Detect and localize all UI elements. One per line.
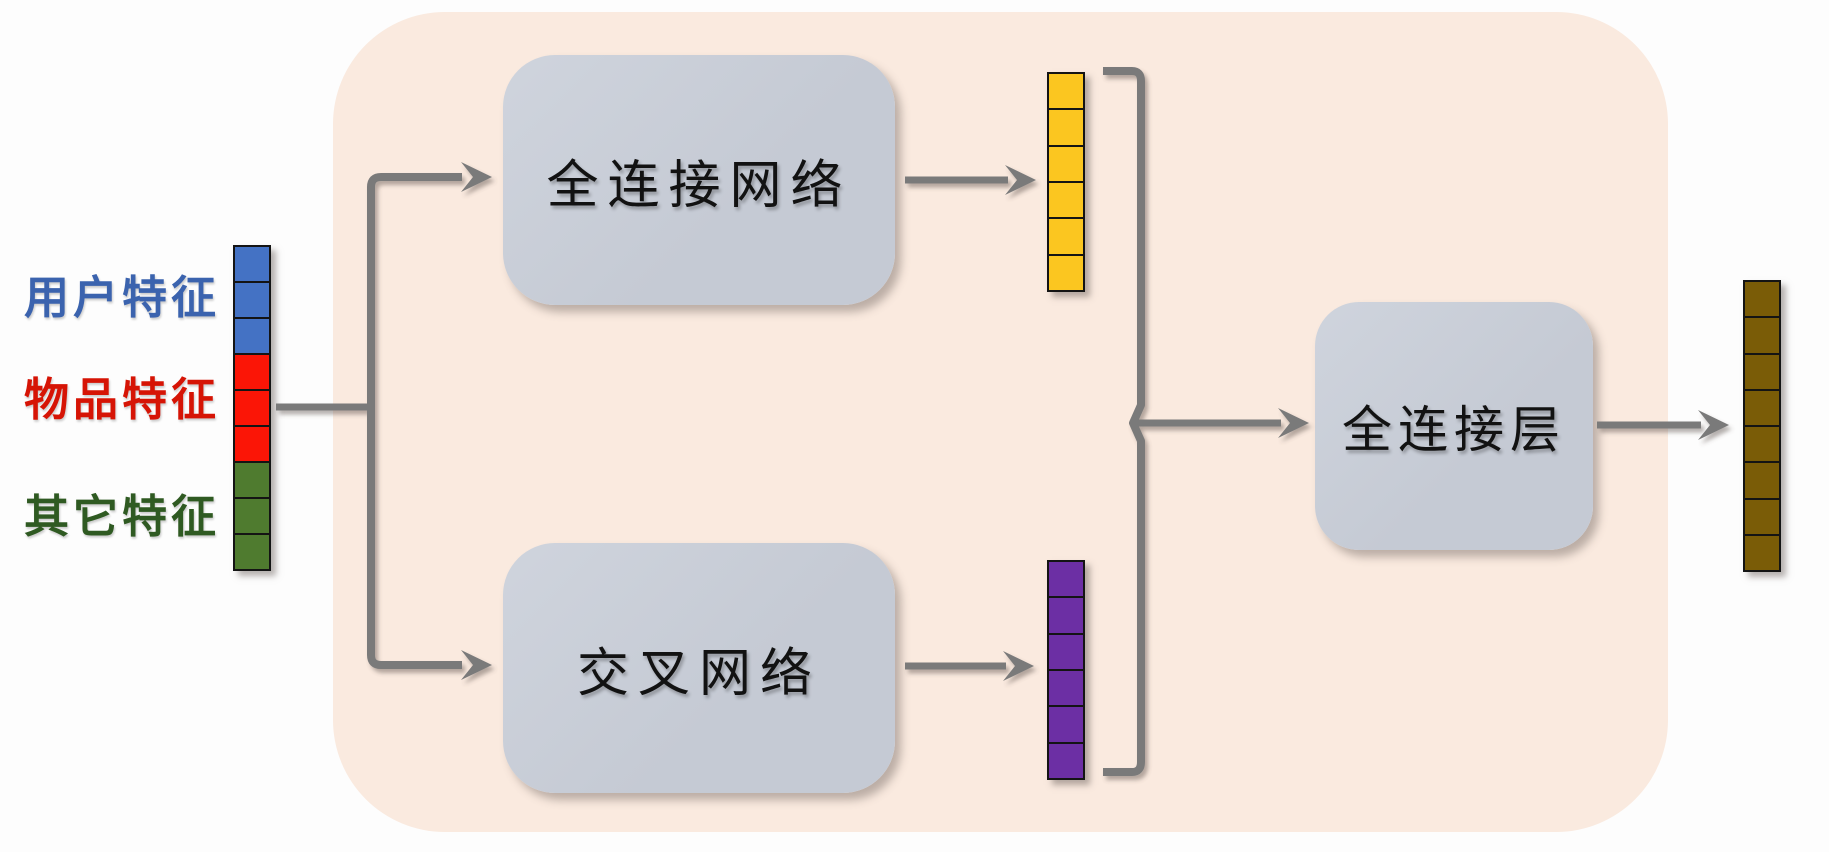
other-features-cell <box>235 461 269 497</box>
fully-connected-layer-box: 全连接层 <box>1315 302 1593 550</box>
cross-output-cell <box>1049 668 1083 706</box>
cross-network-box: 交叉网络 <box>503 543 895 793</box>
user-features-cell <box>235 281 269 317</box>
final-output-cell <box>1745 388 1779 425</box>
cross-network-label: 交叉网络 <box>576 645 821 703</box>
user-features-label: 用户特征 <box>23 273 220 323</box>
cross-output-cell <box>1049 596 1083 633</box>
item-features-cell <box>235 425 269 461</box>
input-feature-vector <box>233 245 271 571</box>
item-features-cell <box>235 353 269 389</box>
fully-connected-network-box: 全连接网络 <box>503 55 895 305</box>
final-output-cell <box>1745 425 1779 462</box>
final-output-vector <box>1743 280 1781 572</box>
cross-output-cell <box>1049 705 1083 742</box>
arrowhead-to-final-vector <box>1698 410 1729 440</box>
other-features-cell <box>235 533 269 569</box>
cross-output-cell <box>1049 741 1083 778</box>
deep-network-output-vector <box>1047 72 1085 292</box>
final-output-cell <box>1745 533 1779 570</box>
final-output-cell <box>1745 316 1779 353</box>
deep-output-cell <box>1049 144 1083 181</box>
user-features-cell <box>235 247 269 281</box>
fully-connected-network-label: 全连接网络 <box>546 157 852 215</box>
final-output-cell <box>1745 352 1779 389</box>
deep-output-cell <box>1049 108 1083 145</box>
item-features-cell <box>235 389 269 425</box>
other-features-cell <box>235 497 269 533</box>
cross-network-output-vector <box>1047 560 1085 780</box>
fully-connected-layer-label: 全连接层 <box>1342 402 1566 458</box>
item-features-label: 物品特征 <box>23 375 220 425</box>
final-output-cell <box>1745 282 1779 317</box>
cross-output-cell <box>1049 632 1083 669</box>
deep-output-cell <box>1049 74 1083 109</box>
user-features-cell <box>235 317 269 353</box>
deep-output-cell <box>1049 180 1083 218</box>
deep-output-cell <box>1049 253 1083 290</box>
final-output-cell <box>1745 497 1779 534</box>
deep-output-cell <box>1049 217 1083 254</box>
other-features-label: 其它特征 <box>23 492 220 542</box>
final-output-cell <box>1745 461 1779 498</box>
cross-output-cell <box>1049 562 1083 597</box>
